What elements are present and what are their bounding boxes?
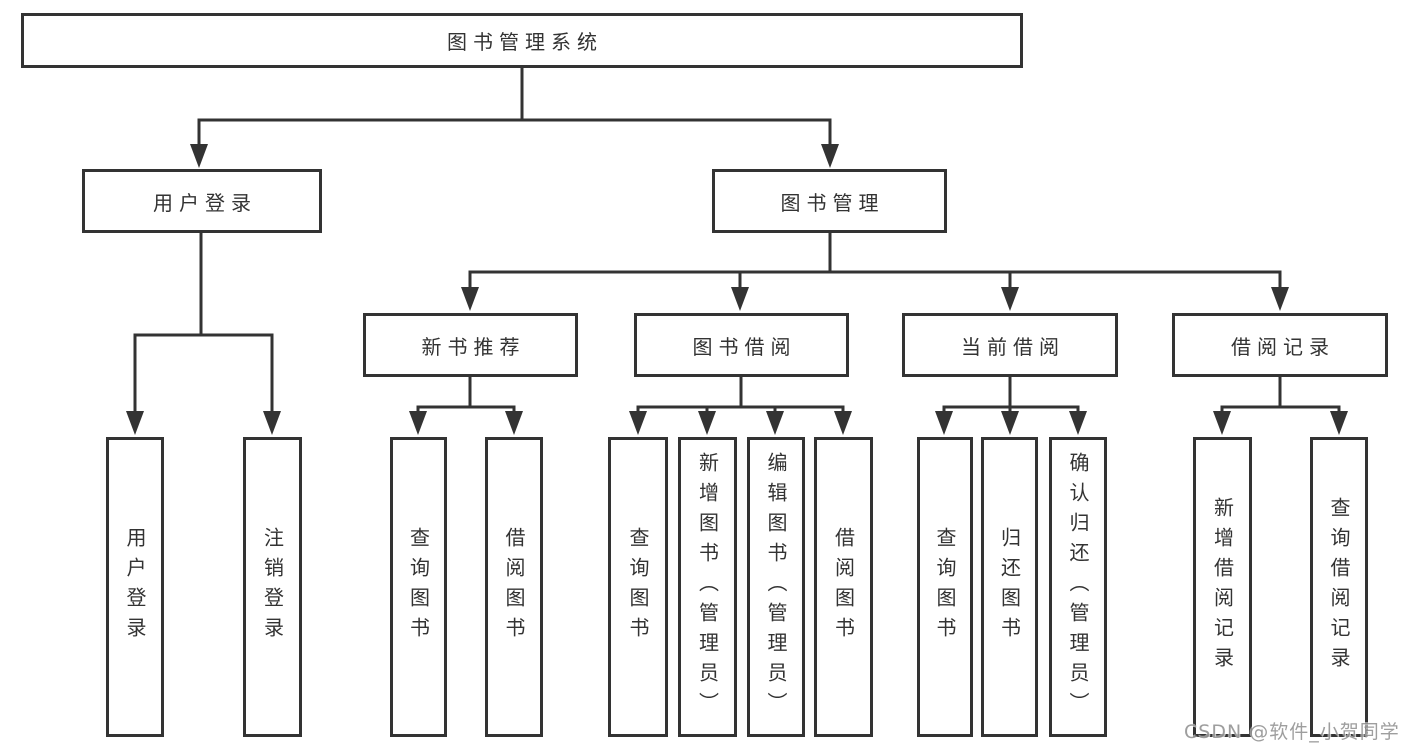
node-label: 查询借阅记录 bbox=[1327, 497, 1351, 677]
node-root-library-management-system: 图书管理系统 bbox=[21, 13, 1023, 68]
node-leaf-borrow-books-recommend: 借阅图书 bbox=[485, 437, 543, 737]
node-current-borrowing: 当前借阅 bbox=[902, 313, 1118, 377]
node-book-borrowing: 图书借阅 bbox=[634, 313, 849, 377]
node-leaf-query-books-borrowing: 查询图书 bbox=[608, 437, 668, 737]
node-label: 用户登录 bbox=[153, 190, 257, 215]
node-book-management: 图书管理 bbox=[712, 169, 947, 233]
connector-user-login-children bbox=[126, 233, 281, 435]
node-label: 新增借阅记录 bbox=[1210, 497, 1235, 677]
node-new-book-recommend: 新书推荐 bbox=[363, 313, 578, 377]
arrowhead-leaf bbox=[629, 411, 647, 435]
arrowhead-leaf bbox=[1330, 411, 1348, 435]
node-borrowing-records: 借阅记录 bbox=[1172, 313, 1388, 377]
node-label: 图书借阅 bbox=[692, 334, 797, 359]
node-leaf-query-borrow-record: 查询借阅记录 bbox=[1310, 437, 1368, 737]
arrowhead-leaf-logout bbox=[263, 411, 281, 435]
node-label: 归还图书 bbox=[997, 527, 1022, 647]
node-label: 查询图书 bbox=[626, 527, 650, 647]
arrowhead-leaf bbox=[409, 411, 427, 435]
node-leaf-add-books-admin: 新增图书（管理员） bbox=[678, 437, 737, 737]
csdn-watermark: CSDN @软件_小贺同学 bbox=[1184, 721, 1400, 743]
node-leaf-borrow-books: 借阅图书 bbox=[814, 437, 873, 737]
node-label: 借阅记录 bbox=[1231, 334, 1335, 359]
node-label: 查询图书 bbox=[933, 527, 957, 647]
node-label: 新增图书（管理员） bbox=[695, 452, 720, 722]
arrowhead-borrowing-records bbox=[1271, 287, 1289, 311]
arrowhead-book-borrowing bbox=[731, 287, 749, 311]
connector-book-borrowing-children bbox=[629, 377, 852, 435]
node-label: 用户登录 bbox=[123, 527, 147, 647]
connector-root-to-level1 bbox=[190, 68, 839, 168]
node-leaf-edit-books-admin: 编辑图书（管理员） bbox=[747, 437, 805, 737]
arrowhead-leaf bbox=[505, 411, 523, 435]
node-label: 注销登录 bbox=[260, 527, 285, 647]
arrowhead-leaf bbox=[1213, 411, 1231, 435]
node-leaf-query-books-current: 查询图书 bbox=[917, 437, 973, 737]
node-label: 查询图书 bbox=[406, 527, 431, 647]
arrowhead-leaf bbox=[698, 411, 716, 435]
connector-line bbox=[1220, 377, 1341, 413]
node-leaf-logout-login: 注销登录 bbox=[243, 437, 302, 737]
connector-line bbox=[197, 68, 832, 146]
connector-borrowing-records-children bbox=[1213, 377, 1348, 435]
node-leaf-query-books-recommend: 查询图书 bbox=[390, 437, 447, 737]
connector-new-book-recommend-children bbox=[409, 377, 523, 435]
node-label: 确认归还（管理员） bbox=[1066, 452, 1090, 722]
node-label: 新书推荐 bbox=[421, 334, 526, 359]
connector-line bbox=[468, 233, 1282, 289]
arrowhead-leaf bbox=[834, 411, 852, 435]
node-leaf-user-login: 用户登录 bbox=[106, 437, 164, 737]
node-label: 借阅图书 bbox=[831, 527, 856, 647]
connector-line bbox=[133, 233, 274, 413]
node-label: 图书管理 bbox=[780, 190, 885, 215]
arrowhead-leaf bbox=[1069, 411, 1087, 435]
node-user-login: 用户登录 bbox=[82, 169, 322, 233]
node-leaf-confirm-return-admin: 确认归还（管理员） bbox=[1049, 437, 1107, 737]
connector-current-borrowing-children bbox=[935, 377, 1087, 435]
arrowhead-leaf bbox=[1001, 411, 1019, 435]
connector-book-management-children bbox=[461, 233, 1289, 311]
arrowhead-current-borrowing bbox=[1001, 287, 1019, 311]
node-label: 图书管理系统 bbox=[447, 30, 603, 54]
arrowhead-user-login bbox=[190, 144, 208, 168]
node-leaf-return-books: 归还图书 bbox=[981, 437, 1038, 737]
arrowhead-leaf bbox=[935, 411, 953, 435]
connector-line bbox=[416, 377, 516, 413]
node-leaf-add-borrow-record: 新增借阅记录 bbox=[1193, 437, 1252, 737]
connector-line bbox=[942, 377, 1080, 413]
node-label: 借阅图书 bbox=[502, 527, 526, 647]
connector-line bbox=[636, 377, 845, 413]
arrowhead-new-book-recommend bbox=[461, 287, 479, 311]
node-label: 当前借阅 bbox=[961, 334, 1065, 359]
arrowhead-book-management bbox=[821, 144, 839, 168]
arrowhead-leaf-user-login bbox=[126, 411, 144, 435]
arrowhead-leaf bbox=[766, 411, 784, 435]
node-label: 编辑图书（管理员） bbox=[764, 452, 788, 722]
